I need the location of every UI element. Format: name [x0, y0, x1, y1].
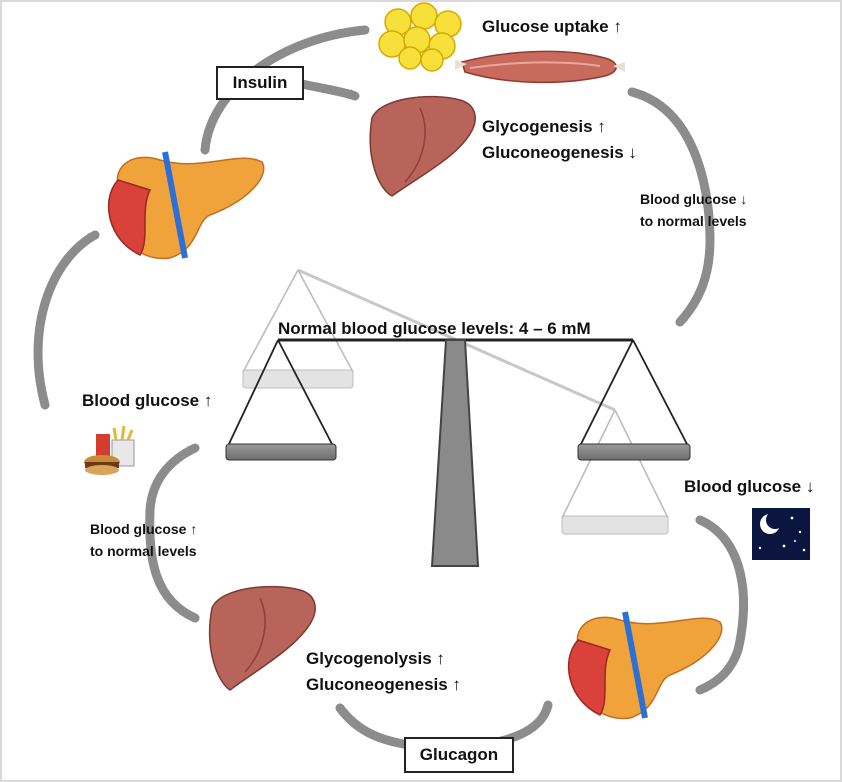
pancreas-bottom-icon	[567, 611, 723, 720]
label-bg-down-normal-2: to normal levels	[640, 213, 747, 229]
fast-food-icon	[84, 425, 135, 475]
label-gluconeogenesis-up: Gluconeogenesis ↑	[306, 675, 461, 694]
muscle-icon	[455, 50, 625, 84]
pancreas-icon	[107, 151, 265, 260]
label-bg-up-normal-1: Blood glucose ↑	[90, 521, 198, 537]
arrow-night-to-pancreas	[695, 515, 749, 695]
balance-scale-icon	[225, 268, 691, 567]
label-bg-up-normal-2: to normal levels	[90, 543, 197, 559]
label-normal-levels: Normal blood glucose levels: 4 – 6 mM	[278, 319, 591, 338]
arrow-right-down	[627, 87, 715, 327]
label-glycogenesis: Glycogenesis ↑	[482, 117, 606, 136]
fat-cells-icon	[378, 2, 462, 72]
liver-bottom-icon	[208, 585, 316, 691]
insulin-box: Insulin	[216, 66, 304, 100]
arrow-left-up	[33, 230, 100, 410]
label-glycogenolysis: Glycogenolysis ↑	[306, 649, 445, 668]
arrow-lower-left-up	[145, 443, 200, 623]
label-bg-down-normal-1: Blood glucose ↓	[640, 191, 748, 207]
glucagon-box: Glucagon	[404, 737, 514, 773]
liver-icon	[369, 95, 476, 197]
cycle-arrows	[33, 25, 749, 752]
label-blood-glucose-down: Blood glucose ↓	[684, 477, 815, 496]
label-blood-glucose-up: Blood glucose ↑	[82, 391, 213, 410]
night-sky-icon	[752, 508, 810, 560]
label-glucose-uptake: Glucose uptake ↑	[482, 17, 622, 36]
label-gluconeogenesis-down: Gluconeogenesis ↓	[482, 143, 637, 162]
arrow-insulin-to-liver	[297, 79, 360, 101]
